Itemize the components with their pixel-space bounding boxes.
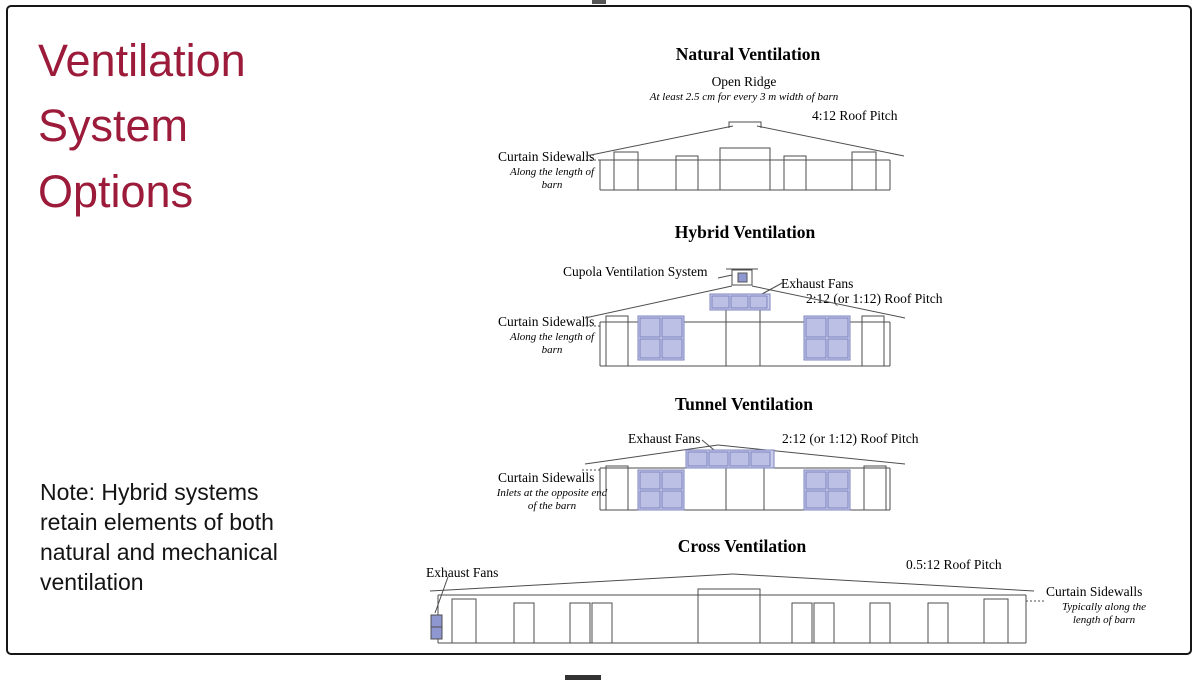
heading-hybrid-ventilation: Hybrid Ventilation [674, 222, 816, 242]
label-cupola-system: Cupola Ventilation System [563, 264, 708, 279]
label-cross-roof-pitch: 0.5:12 Roof Pitch [906, 557, 1002, 572]
cupola-leader-line [717, 274, 733, 279]
fan-cell [827, 471, 849, 490]
cupola-fan [737, 272, 748, 283]
natural-barn-structure [582, 121, 905, 191]
fan-cell [661, 338, 683, 359]
fan-cell [827, 490, 849, 509]
label-tunnel-curtain-sidewalls: Curtain Sidewalls [498, 470, 595, 485]
fan-cell [805, 317, 827, 338]
cupola [731, 269, 753, 286]
wall-section [791, 602, 813, 644]
wall-section-center [697, 588, 761, 644]
fan-cell [805, 490, 827, 509]
exhaust-fans-leader-line [701, 439, 715, 451]
fan-cell [639, 338, 661, 359]
wall-section [851, 151, 877, 191]
label-tunnel-sidewalls-detail: Inlets at the opposite end of the barn [496, 487, 608, 513]
label-cross-sidewalls-detail: Typically along the length of barn [1061, 601, 1147, 627]
roof-line-right [717, 444, 906, 465]
roof-line-left [585, 125, 734, 157]
fan-cell [639, 471, 661, 490]
hybrid-barn-diagram [582, 268, 906, 367]
open-ridge-cap [728, 121, 762, 128]
label-open-ridge: Open Ridge [711, 74, 777, 89]
wall-section [927, 602, 949, 644]
slide-note: Note: Hybrid systems retain elements of … [40, 479, 278, 595]
label-hybrid-sidewalls-detail: Along the length of barn [509, 331, 594, 357]
label-hybrid-curtain-sidewalls: Curtain Sidewalls [498, 314, 595, 329]
fan-cell [730, 295, 749, 309]
wall-section [725, 461, 765, 511]
fan-cell [729, 451, 750, 467]
wall-section [675, 155, 699, 191]
cross-barn-diagram [429, 573, 1044, 644]
fan-cell [711, 295, 730, 309]
label-natural-sidewalls-detail: Along the length of barn [509, 166, 594, 192]
label-natural-curtain-sidewalls: Curtain Sidewalls [498, 149, 595, 164]
wall-section [861, 315, 885, 367]
label-cross-curtain-sidewalls: Curtain Sidewalls [1046, 584, 1143, 599]
top-edge-mark [592, 0, 606, 4]
label-cross-exhaust-fans: Exhaust Fans [426, 565, 499, 580]
fan-cell [639, 490, 661, 509]
roof-line-right [756, 125, 905, 157]
fan-cell [687, 451, 708, 467]
fan-cell [805, 338, 827, 359]
wall-section [869, 602, 891, 644]
wall-section [813, 602, 835, 644]
heading-tunnel-ventilation: Tunnel Ventilation [675, 394, 813, 414]
cross-barn-structure [429, 573, 1044, 644]
wall-section [613, 151, 639, 191]
fan-cell [639, 317, 661, 338]
roof-line-left [584, 285, 733, 319]
label-open-ridge-detail: At least 2.5 cm for every 3 m width of b… [649, 91, 839, 103]
fan-cell [827, 338, 849, 359]
cross-exhaust-fan [430, 614, 443, 640]
wall-section [863, 465, 887, 511]
label-tunnel-roof-pitch: 2:12 (or 1:12) Roof Pitch [782, 431, 919, 446]
roof-line-left [429, 573, 734, 592]
exhaust-fan-grids [637, 272, 851, 361]
fan-cell [661, 471, 683, 490]
bottom-edge-mark [565, 675, 601, 680]
wall-section [783, 155, 807, 191]
label-hybrid-exhaust-fans: Exhaust Fans [781, 276, 854, 291]
exhaust-fans-leader-line [761, 281, 785, 295]
heading-natural-ventilation: Natural Ventilation [675, 44, 821, 64]
heading-cross-ventilation: Cross Ventilation [677, 536, 807, 556]
wall-section [605, 465, 629, 511]
fan-cell [750, 451, 771, 467]
wall-section [605, 315, 629, 367]
wall-section [451, 598, 477, 644]
hybrid-barn-structure [582, 268, 906, 367]
roof-line-left [584, 444, 719, 465]
fan-cell [661, 317, 683, 338]
fan-cell [708, 451, 729, 467]
tunnel-barn-diagram [582, 439, 906, 511]
slide-border [6, 5, 1192, 655]
fan-cell [805, 471, 827, 490]
natural-barn-diagram [582, 121, 905, 191]
roof-line-right [751, 285, 906, 319]
wall-section [983, 598, 1009, 644]
fan-cell [661, 490, 683, 509]
wall-section [591, 602, 613, 644]
roof-line-right [732, 573, 1035, 592]
wall-section [719, 147, 771, 191]
wall-section [725, 309, 761, 367]
wall-section [569, 602, 591, 644]
wall-section [513, 602, 535, 644]
fan-cell [749, 295, 768, 309]
fan-cell [827, 317, 849, 338]
label-tunnel-exhaust-fans: Exhaust Fans [628, 431, 701, 446]
label-natural-roof-pitch: 4:12 Roof Pitch [812, 108, 898, 123]
slide-title: Ventilation System Options [38, 35, 246, 217]
exhaust-fan-grids [637, 449, 851, 511]
label-hybrid-roof-pitch: 2:12 (or 1:12) Roof Pitch [806, 291, 943, 306]
